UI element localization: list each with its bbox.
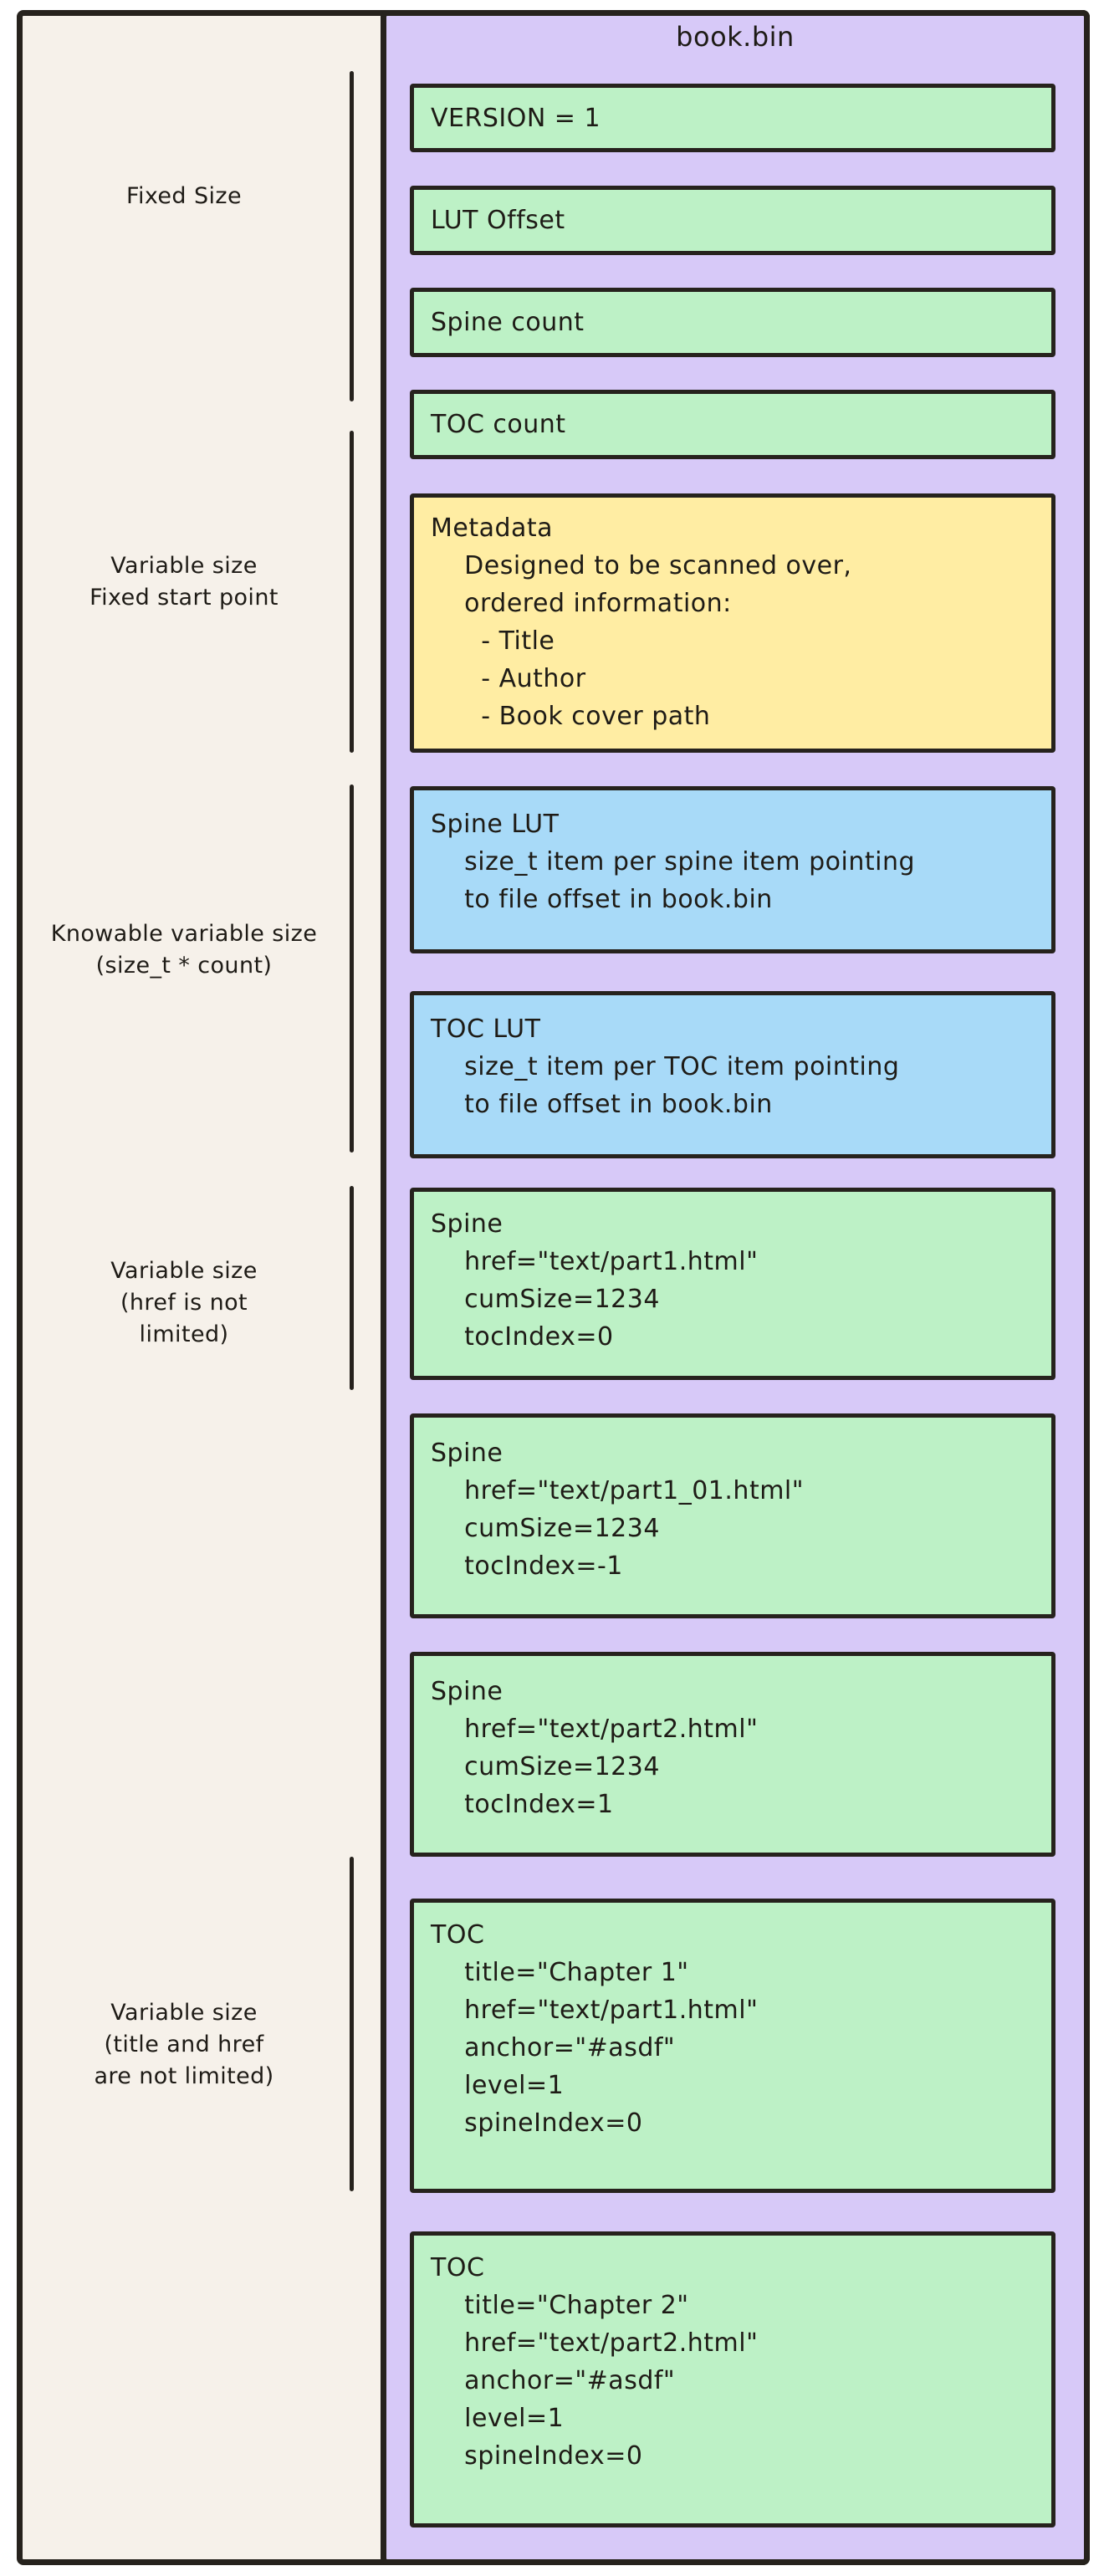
section-label-line: (size_t * count) [95,953,273,979]
section-label-line: Variable size [110,553,258,579]
spine-box-2: Spine href="text/part1_01.html" cumSize=… [410,1413,1055,1618]
box-line: LUT Offset [431,206,565,235]
bracket-line-knowable-variable [350,785,354,1153]
box-line: to file offset in book.bin [431,1090,773,1119]
box-line: TOC count [431,410,566,439]
toc-box-2: TOC title="Chapter 2" href="text/part2.h… [410,2231,1055,2527]
box-line: tocIndex=-1 [431,1551,623,1581]
page-title: book.bin [676,21,795,53]
box-line: anchor="#asdf" [431,2033,676,2062]
section-label-variable-title-href: Variable size (title and href are not li… [33,1997,335,2093]
bracket-line-variable-href [350,1186,354,1390]
section-label-line: (href is not [120,1290,248,1316]
box-line: href="text/part1.html" [431,1247,759,1276]
box-line: level=1 [431,2071,565,2100]
box-line: href="text/part1.html" [431,1996,759,2025]
section-label-line: (title and href [104,2032,264,2057]
box-line: href="text/part1_01.html" [431,1476,805,1505]
field-box-spine-count: Spine count [410,288,1055,357]
section-label-line: Knowable variable size [50,921,318,947]
box-line: Spine [431,1439,503,1468]
box-line: title="Chapter 1" [431,1958,689,1987]
box-line: VERSION = 1 [431,104,601,133]
box-line: TOC LUT [431,1015,541,1044]
field-box-toc-count: TOC count [410,390,1055,459]
box-line: to file offset in book.bin [431,885,773,914]
section-label-fixed-size: Fixed Size [33,181,335,212]
bracket-line-variable-fixed-start [350,431,354,753]
section-label-line: Variable size [110,2000,258,2026]
section-label-line: are not limited) [94,2063,274,2089]
box-line: TOC [431,2253,485,2282]
box-line: - Book cover path [431,702,711,731]
box-line: anchor="#asdf" [431,2366,676,2395]
box-line: size_t item per spine item pointing [431,847,916,877]
section-label-knowable-variable: Knowable variable size (size_t * count) [33,918,335,982]
bracket-line-fixed-size [350,71,354,401]
box-line: tocIndex=0 [431,1322,614,1352]
box-line: Spine LUT [431,810,560,839]
box-line: Designed to be scanned over, [431,551,852,580]
box-line: title="Chapter 2" [431,2291,689,2320]
spine-box-3: Spine href="text/part2.html" cumSize=123… [410,1652,1055,1857]
box-line: ordered information: [431,589,732,618]
field-box-lut-offset: LUT Offset [410,186,1055,255]
box-line: cumSize=1234 [431,1285,660,1314]
metadata-box: Metadata Designed to be scanned over, or… [410,493,1055,753]
box-line: Spine [431,1209,503,1239]
box-line: spineIndex=0 [431,2108,643,2138]
box-line: spineIndex=0 [431,2441,643,2471]
spine-lut-box: Spine LUT size_t item per spine item poi… [410,786,1055,953]
toc-box-1: TOC title="Chapter 1" href="text/part1.h… [410,1899,1055,2193]
section-label-line: Fixed Size [126,183,242,209]
box-line: cumSize=1234 [431,1514,660,1543]
box-line: - Title [431,626,555,656]
section-label-line: Variable size [110,1258,258,1284]
section-label-variable-fixed-start: Variable size Fixed start point [33,550,335,614]
box-line: - Author [431,664,586,693]
box-line: cumSize=1234 [431,1752,660,1781]
box-line: TOC [431,1920,485,1950]
toc-lut-box: TOC LUT size_t item per TOC item pointin… [410,991,1055,1158]
box-line: Metadata [431,514,554,543]
box-line: Spine count [431,308,585,337]
field-box-version: VERSION = 1 [410,84,1055,152]
spine-box-1: Spine href="text/part1.html" cumSize=123… [410,1188,1055,1380]
box-line: tocIndex=1 [431,1790,614,1819]
bracket-line-variable-title-href [350,1857,354,2191]
box-line: size_t item per TOC item pointing [431,1052,900,1081]
section-label-variable-href: Variable size (href is not limited) [33,1255,335,1351]
box-line: href="text/part2.html" [431,2328,759,2358]
box-line: href="text/part2.html" [431,1715,759,1744]
box-line: level=1 [431,2404,565,2433]
box-line: Spine [431,1677,503,1706]
section-label-line: Fixed start point [89,585,279,611]
section-label-line: limited) [139,1321,229,1347]
